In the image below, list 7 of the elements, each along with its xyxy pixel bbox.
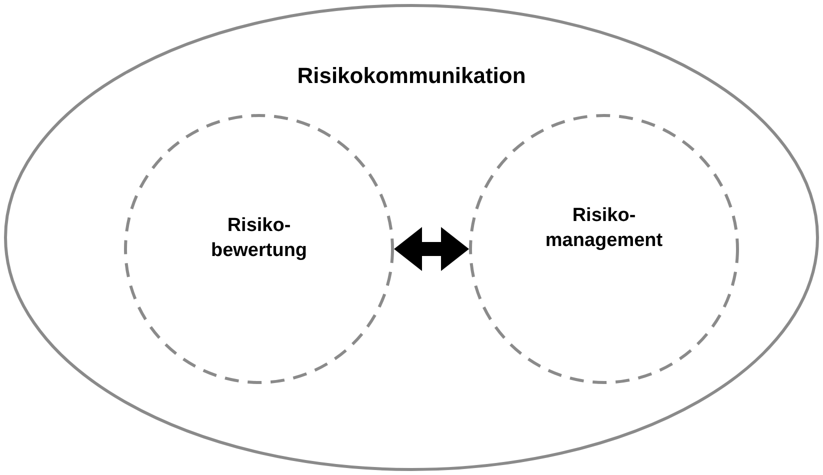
- oval-group: [4, 4, 819, 471]
- node-label: Risiko- management: [544, 204, 664, 253]
- dashed-circle-node: [469, 114, 739, 384]
- double-arrow: [394, 227, 469, 271]
- group-title: Risikokommunikation: [296, 62, 527, 90]
- dashed-circle-node: [124, 114, 394, 384]
- node-label: Risiko- bewertung: [210, 214, 308, 263]
